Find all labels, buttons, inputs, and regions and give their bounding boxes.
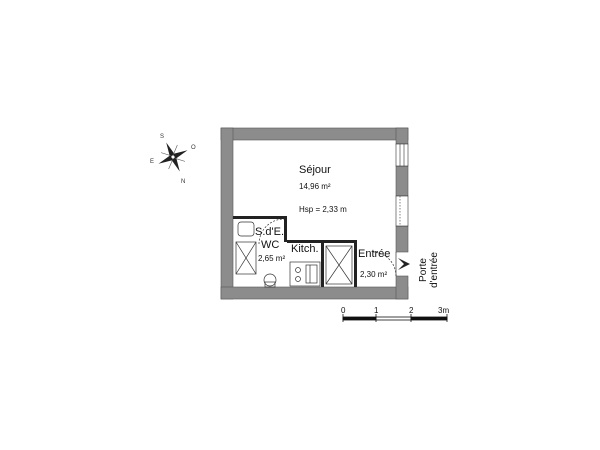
wall-bottom <box>220 286 409 300</box>
door-label: Porte d'entrée <box>418 245 440 295</box>
window-lower <box>395 195 409 227</box>
door-label-line1: Porte <box>418 258 429 282</box>
compass-letter-s: S <box>160 134 165 140</box>
kitchen-name: Kitch. <box>291 243 319 255</box>
wall-right-low <box>395 225 409 253</box>
wall-left <box>220 127 234 300</box>
compass-letter-n: N <box>181 179 186 185</box>
partition-kitchen-top <box>287 240 323 243</box>
partition-entry-right <box>354 240 357 287</box>
compass-rose <box>158 142 188 172</box>
entry-closet <box>325 245 353 285</box>
sejour-name: Séjour <box>299 164 331 176</box>
kitchen-counter <box>289 261 321 287</box>
entry-door <box>371 251 410 277</box>
bathroom-fixtures <box>235 218 285 288</box>
window-upper <box>395 143 409 167</box>
entree-name: Entrée <box>358 248 391 260</box>
scale-tick-1: 1 <box>374 306 379 315</box>
wall-top <box>220 127 409 141</box>
compass-letter-o: O <box>191 145 196 151</box>
door-label-line2: d'entrée <box>429 252 440 288</box>
partition-entry-top <box>323 240 357 243</box>
scale-tick-0: 0 <box>341 306 346 315</box>
entry-arrow <box>398 258 410 270</box>
partition-entry-left <box>321 240 324 287</box>
sde-area: 2,65 m² <box>258 254 286 263</box>
scale-tick-3m: 3m <box>438 306 450 315</box>
compass-letter-e: E <box>150 159 155 165</box>
interior-partitions <box>233 216 357 287</box>
entree-area: 2,30 m² <box>360 270 388 279</box>
partition-sde-right <box>284 216 287 242</box>
sde-name-line2: WC <box>261 239 280 251</box>
windows <box>395 143 409 227</box>
shower-tray <box>235 241 257 275</box>
kitchen-fixtures <box>289 261 321 287</box>
sde-name-line1: S.d'E. <box>255 226 285 238</box>
washbasin <box>237 221 255 237</box>
exterior-walls <box>220 127 409 300</box>
scale-bar <box>342 314 448 322</box>
scale-tick-2: 2 <box>409 306 414 315</box>
partition-sde-top <box>233 216 286 219</box>
toilet <box>263 273 277 287</box>
sejour-height: Hsp = 2,33 m <box>299 205 347 214</box>
wall-right-upper <box>395 127 409 145</box>
wall-right-bottom <box>395 275 409 300</box>
wall-right-mid <box>395 165 409 197</box>
sejour-area: 14,96 m² <box>299 182 331 191</box>
